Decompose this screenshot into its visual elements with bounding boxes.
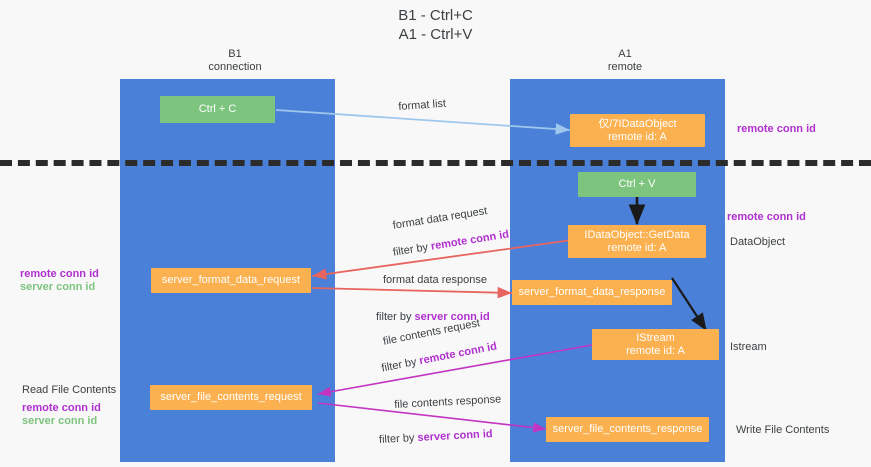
filter-key-remote-conn-id-2: remote conn id xyxy=(418,340,498,368)
annotation-right-dataobject: DataObject xyxy=(730,236,786,248)
annotation-left-remote-conn-id: remote conn id xyxy=(20,268,99,280)
node-ctrl-v[interactable]: Ctrl + V xyxy=(578,172,696,197)
filter-prefix-3: filter by xyxy=(380,355,421,375)
filter-key-remote-conn-id-1: remote conn id xyxy=(430,228,510,253)
filter-prefix-2: filter by xyxy=(376,311,415,323)
edge-label-format-data-response: format data response xyxy=(383,274,487,286)
node-idataobject[interactable]: 仅/7IDataObject remote id: A xyxy=(570,114,705,147)
annotation-right-remote-conn-id-top: remote conn id xyxy=(737,123,816,135)
page-title: B1 - Ctrl+C A1 - Ctrl+V xyxy=(398,7,473,43)
node-istream[interactable]: IStream remote id: A xyxy=(592,329,719,360)
annotation-left-read-file-contents: Read File Contents xyxy=(22,384,117,396)
node-server-format-data-request[interactable]: server_format_data_request xyxy=(151,268,311,293)
node-server-file-contents-response[interactable]: server_file_contents_response xyxy=(546,417,709,442)
phase-divider xyxy=(0,160,871,166)
edge-label-file-contents-response: file contents response xyxy=(394,393,502,411)
annotation-right-write-file-contents: Write File Contents xyxy=(736,424,830,436)
node-server-file-contents-request[interactable]: server_file_contents_request xyxy=(150,385,312,410)
arrow-format-data-response xyxy=(311,286,513,299)
node-server-format-data-response[interactable]: server_format_data_response xyxy=(512,280,672,305)
lane-header-b1: B1 connection xyxy=(208,48,262,73)
annotation-left-remote-conn-id-2: remote conn id xyxy=(22,402,101,414)
edge-label-file-contents-response-filter: filter by server conn id xyxy=(378,415,494,460)
node-ctrl-c[interactable]: Ctrl + C xyxy=(160,96,275,123)
annotation-right-remote-conn-id-mid: remote conn id xyxy=(727,211,806,223)
annotation-right-istream: Istream xyxy=(730,341,767,353)
annotation-left-server-conn-id: server conn id xyxy=(20,281,96,293)
filter-key-server-conn-id-1: server conn id xyxy=(414,311,490,323)
edge-label-format-data-response-filter: filter by server conn id xyxy=(376,298,490,337)
filter-prefix-1: filter by xyxy=(392,240,432,259)
lane-header-a1: A1 remote xyxy=(607,48,643,73)
filter-prefix-4: filter by xyxy=(378,431,418,446)
edge-label-format-list: format list xyxy=(398,97,447,113)
annotation-left-server-conn-id-2: server conn id xyxy=(22,415,98,427)
node-idataobject-getdata[interactable]: IDataObject::GetData remote id: A xyxy=(568,225,706,258)
filter-key-server-conn-id-2: server conn id xyxy=(417,428,493,444)
